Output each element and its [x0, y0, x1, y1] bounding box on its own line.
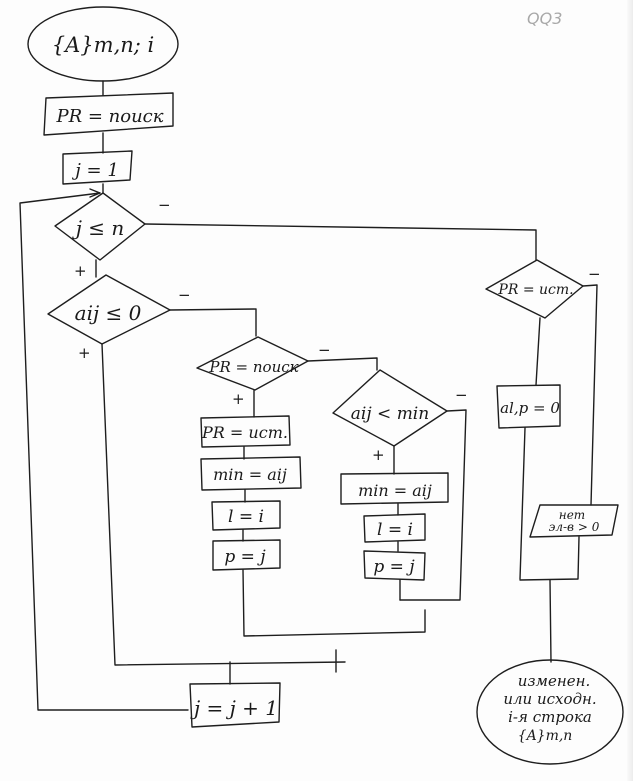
- update-p-box: [363, 550, 426, 581]
- connector: [519, 427, 526, 580]
- no-elements-line2: эл-в > 0: [549, 520, 600, 534]
- set-l-box: [211, 500, 281, 531]
- update-min-block: min = aij l = i p = j: [340, 472, 449, 581]
- set-pr-box: [200, 415, 291, 448]
- less-than-min-check: aij < min + −: [332, 369, 468, 464]
- search-state-check: PR = поиск + −: [196, 336, 331, 408]
- start-label: {A}m,n; i: [52, 33, 154, 57]
- init-pr-box: [43, 92, 174, 136]
- increment-box: [189, 682, 281, 728]
- nonpositive-yes-line: [101, 343, 346, 666]
- search-state-no-sign: −: [318, 341, 331, 359]
- paper-edge-shadow: [627, 0, 633, 781]
- set-pr-label: PR = ист.: [201, 423, 288, 442]
- update-l-box: [363, 513, 426, 543]
- loop-condition-diamond: [54, 192, 146, 261]
- init-j-box: [62, 150, 133, 185]
- increment-label: j = j + 1: [190, 696, 278, 720]
- init-j-block: j = 1: [62, 150, 133, 185]
- connector: [549, 579, 552, 663]
- found-diamond: [485, 259, 584, 319]
- less-than-min-no-sign: −: [455, 386, 468, 404]
- no-elements-box: [529, 504, 619, 538]
- nonpositive-check: aij ≤ 0 + −: [47, 274, 191, 362]
- loop-condition: j ≤ n + −: [54, 192, 171, 280]
- end-line4: {A}m,n: [518, 728, 573, 744]
- zero-element-label: al,p = 0: [500, 399, 560, 417]
- zero-element-box: [496, 384, 561, 429]
- loop-yes-sign: +: [74, 262, 87, 280]
- update-p-label: p = j: [373, 557, 415, 577]
- less-than-min-yes-sign: +: [372, 446, 385, 464]
- nonpositive-yes-sign: +: [78, 344, 91, 362]
- less-than-min-label: aij < min: [351, 404, 429, 424]
- end-line1: изменен.: [518, 672, 591, 690]
- found-yes-line: [535, 317, 541, 386]
- no-elements-merge-line: [519, 536, 580, 581]
- end-line2: или исходн.: [503, 690, 596, 708]
- found-no-line: [582, 284, 598, 506]
- set-p-box: [212, 539, 281, 571]
- end-terminal: изменен. или исходн. i-я строка {A}m,n: [476, 659, 624, 765]
- loop-back-line: [19, 192, 189, 711]
- init-pr-block: PR = поиск: [43, 92, 174, 136]
- start-terminal: {A}m,n; i: [27, 6, 179, 82]
- no-elements-line1: нет: [559, 508, 585, 522]
- init-j-label: j = 1: [71, 160, 119, 181]
- loop-no-sign: −: [158, 196, 171, 214]
- first-found-block: PR = ист. min = aij l = i p = j: [200, 415, 302, 571]
- nonpositive-no-sign: −: [178, 286, 191, 304]
- update-min-box: [340, 472, 449, 505]
- zero-element-block: al,p = 0: [496, 384, 561, 429]
- update-l-label: l = i: [377, 520, 413, 540]
- set-min-box: [200, 456, 302, 491]
- end-ellipse: [476, 659, 624, 765]
- loop-exit-line: [144, 223, 537, 261]
- first-found-merge-line: [242, 569, 426, 637]
- set-min-label: min = aij: [213, 465, 287, 484]
- search-state-yes-sign: +: [232, 390, 245, 408]
- found-check: PR = ист. −: [485, 259, 601, 319]
- found-label: PR = ист.: [497, 282, 573, 298]
- nonpositive-no-line: [169, 308, 257, 337]
- no-elements-output: нет эл-в > 0: [529, 504, 619, 538]
- search-state-diamond: [196, 336, 309, 391]
- found-no-sign: −: [588, 265, 601, 283]
- update-min-label: min = aij: [358, 481, 432, 500]
- less-than-min-no-line: [399, 409, 467, 601]
- end-line3: i-я строка: [508, 708, 592, 726]
- nonpositive-label: aij ≤ 0: [75, 301, 142, 325]
- corner-label: QQ3: [527, 9, 562, 28]
- init-pr-label: PR = поиск: [55, 106, 163, 127]
- increment-block: j = j + 1: [189, 682, 281, 728]
- search-state-label: PR = поиск: [208, 358, 298, 376]
- set-l-label: l = i: [228, 507, 264, 527]
- loop-condition-label: j ≤ n: [72, 216, 125, 240]
- set-p-label: p = j: [224, 547, 266, 567]
- search-state-no-line: [307, 357, 378, 371]
- arrow-head-icon: [89, 188, 101, 198]
